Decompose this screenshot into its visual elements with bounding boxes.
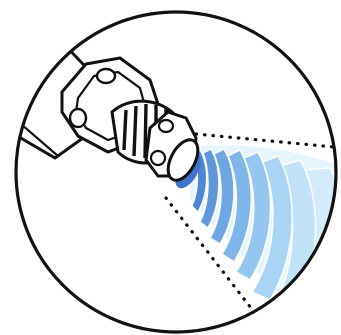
spray-arc: [199, 148, 220, 230]
spray-arc: [234, 151, 272, 282]
bolt-knob: [68, 107, 88, 129]
spray-arc: [208, 148, 235, 246]
nozzle: [16, 38, 200, 182]
spray-boundary-lower: [164, 196, 270, 332]
spray-arc: [220, 149, 252, 264]
rib: [132, 105, 138, 157]
spray-arc: [250, 155, 293, 301]
lens-contents: [16, 38, 336, 332]
tip-knob: [157, 118, 175, 134]
rib: [122, 109, 128, 151]
bolt-knob: [95, 67, 117, 85]
spray-boundary-upper: [194, 132, 336, 150]
orifice-cap: [166, 138, 200, 182]
rib: [143, 103, 148, 159]
tip-knob: [149, 149, 167, 167]
lens-outline: [14, 10, 338, 334]
